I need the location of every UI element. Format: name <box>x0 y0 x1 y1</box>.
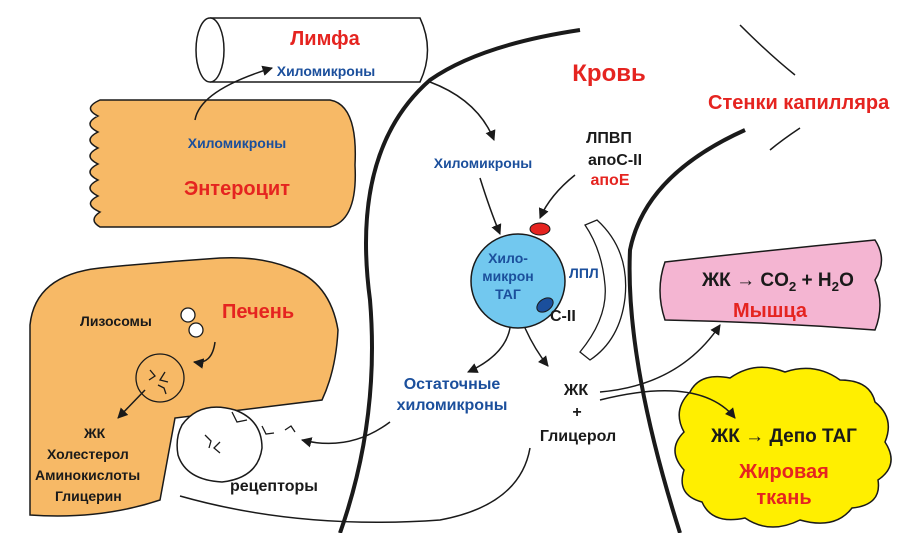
liver-title: Печень <box>222 301 294 324</box>
remnants-line2: хиломикроны <box>397 397 508 415</box>
enterocyte-title: Энтероцит <box>184 178 290 201</box>
glycerol-label: Глицерол <box>540 428 616 446</box>
lymph-chylomicrons-label: Хиломикроны <box>277 63 376 79</box>
capillary-wall-top-right <box>740 25 795 75</box>
liver-product-cholesterol: Холестерол <box>47 446 129 462</box>
adipose-title-line2: ткань <box>756 487 811 510</box>
chylomicron-line2: микрон <box>482 268 534 284</box>
enterocyte-cell <box>90 100 355 227</box>
adipose-title-line1: Жировая <box>739 461 829 484</box>
liver-product-glycerin: Глицерин <box>55 488 122 504</box>
lpl-label: ЛПЛ <box>569 265 599 281</box>
enterocyte-chylomicrons-label: Хиломикроны <box>188 135 287 151</box>
c2-label: С-II <box>550 308 576 326</box>
endosome-bubble <box>177 407 262 482</box>
chylomicron-line1: Хило- <box>488 250 528 266</box>
muscle-title: Мышца <box>733 300 807 323</box>
muscle-h2o-h: H <box>818 270 832 291</box>
capillary-walls-title: Стенки капилляра <box>708 92 889 115</box>
muscle-h2o-o: O <box>839 270 854 291</box>
apoE-marker <box>530 223 550 235</box>
apoE-label: апоЕ <box>590 172 629 190</box>
adipose-reaction: ЖК → Депо ТАГ <box>711 426 857 448</box>
blood-title: Кровь <box>572 60 645 88</box>
liver-product-fa: ЖК <box>84 425 105 441</box>
muscle-fa: ЖК <box>702 270 731 291</box>
apoC2-label: апоС-II <box>588 152 642 170</box>
capillary-wall-pointer <box>770 128 800 150</box>
plus-label: + <box>572 404 581 422</box>
chylomicron-line3: ТАГ <box>495 286 521 302</box>
muscle-co2: CO <box>760 270 789 291</box>
muscle-h2o-sub: 2 <box>832 279 839 294</box>
fa-label: ЖК <box>564 382 588 400</box>
liver-product-amino-acids: Аминокислоты <box>35 467 140 483</box>
muscle-plus: + <box>802 270 813 291</box>
muscle-co2-sub: 2 <box>789 279 796 294</box>
remnants-line1: Остаточные <box>404 376 501 394</box>
muscle-arrow: → <box>736 270 755 291</box>
lysosome-vesicle <box>181 308 195 322</box>
lysosomes-label: Лизосомы <box>80 313 152 329</box>
lymph-title: Лимфа <box>290 28 359 51</box>
lysosome-vesicle <box>189 323 203 337</box>
hdl-label: ЛПВП <box>586 130 632 148</box>
muscle-reaction: ЖК → CO2 + H2O <box>702 270 854 294</box>
lpl-membrane <box>580 220 626 360</box>
blood-chylomicrons-label: Хиломикроны <box>434 155 533 171</box>
receptors-label: рецепторы <box>230 478 318 496</box>
